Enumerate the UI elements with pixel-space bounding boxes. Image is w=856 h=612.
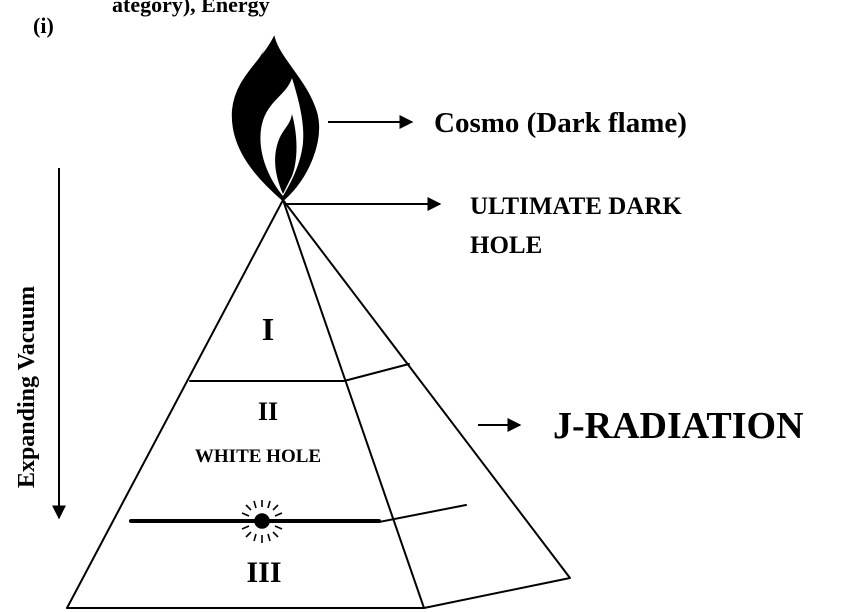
dark-flame-icon [231, 35, 320, 202]
panel-label: (i) [33, 13, 54, 38]
zone-1-label: I [262, 311, 274, 347]
side-label: Expanding Vacuum [14, 286, 40, 488]
side-edge-upper [343, 363, 410, 382]
white-hole-label: WHITE HOLE [195, 446, 321, 467]
pyramid [66, 199, 571, 609]
radiation-label: J-RADIATION [553, 405, 804, 447]
side-edge-lower [378, 504, 467, 523]
zone-3-label: III [246, 556, 281, 589]
white-hole-burst-icon [240, 500, 285, 543]
pyramid-front-face [66, 199, 425, 609]
apex-label-line2: HOLE [470, 232, 542, 259]
flame-label: Cosmo (Dark flame) [434, 107, 687, 139]
pyramid-side-face [282, 199, 571, 609]
apex-label-line1: ULTIMATE DARK [470, 193, 682, 220]
header-partial-text: ategory), Energy [112, 0, 270, 17]
zone-2-label: II [258, 397, 278, 426]
